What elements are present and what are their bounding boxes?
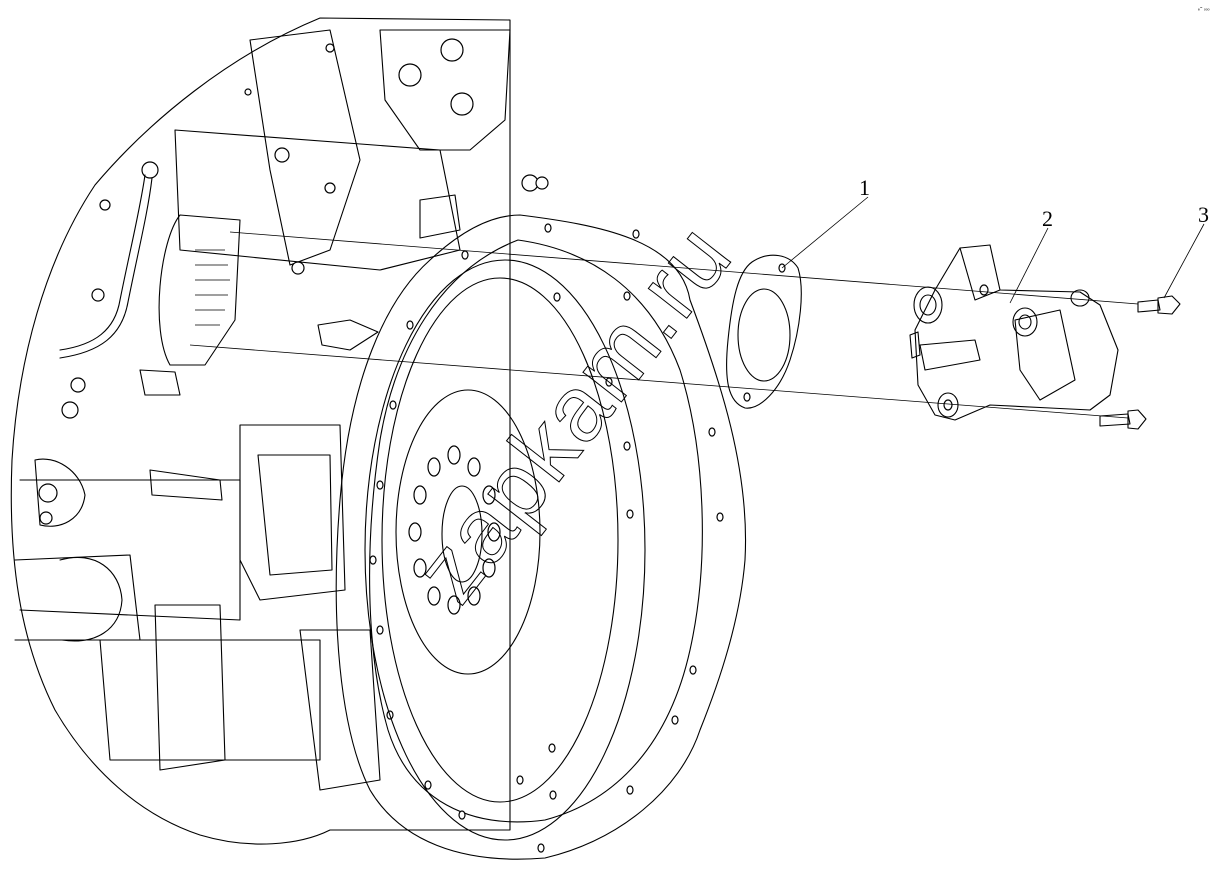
corner-mark: ₑ⁼ ₒₒₒ [1198,6,1210,12]
watermark: zapkam.ru [395,205,752,621]
callout-3: 3 [1163,202,1209,299]
flywheel-bolt-holes [408,445,501,615]
callout-1: 1 [781,175,870,269]
alignment-lines [189,231,1139,419]
unit-part-2 [909,244,1119,421]
callout-1-label: 1 [859,175,870,200]
watermark-text: zapkam.ru [396,205,752,620]
flywheel-housing [335,214,747,860]
callout-2: 2 [1009,206,1053,304]
bolts-part-3 [1099,295,1181,430]
housing-bolt-holes [369,223,724,853]
flywheel [364,259,646,841]
callout-2-label: 2 [1042,206,1053,231]
callout-3-label: 3 [1198,202,1209,227]
engine-block [10,17,549,845]
